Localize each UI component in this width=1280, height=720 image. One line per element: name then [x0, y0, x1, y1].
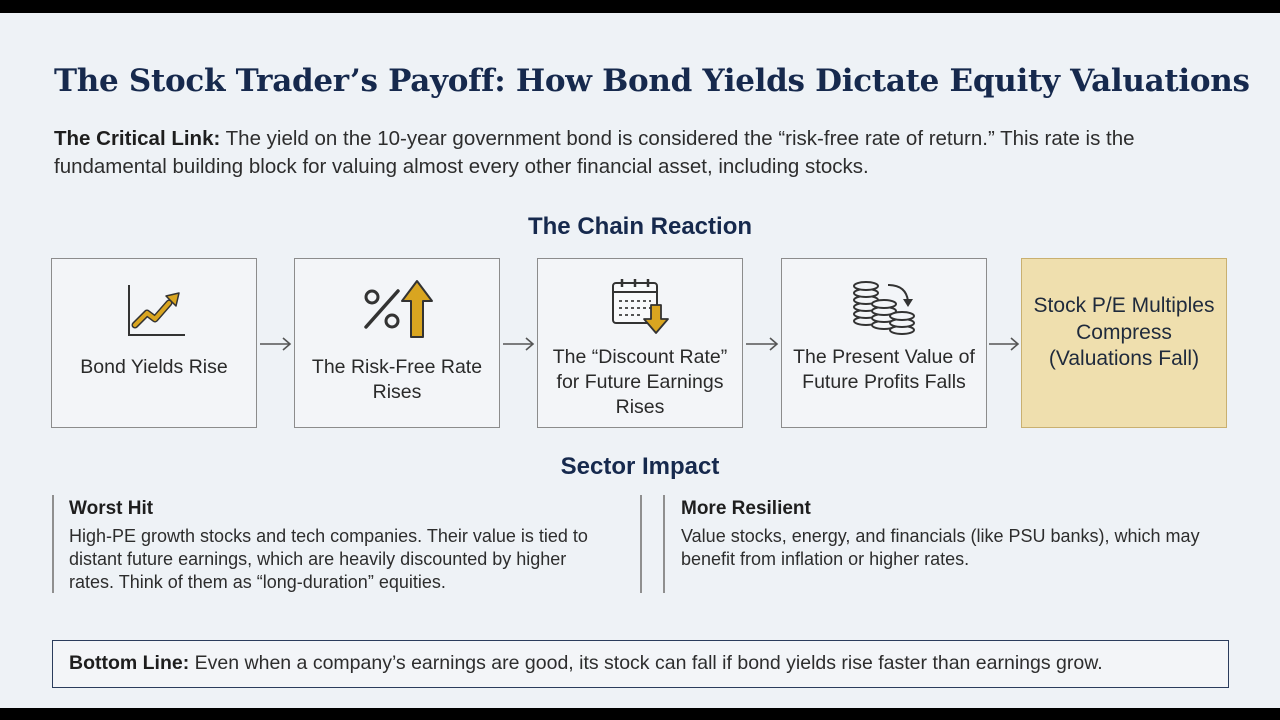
page-title: The Stock Trader’s Payoff: How Bond Yiel…: [54, 63, 1250, 99]
chain-step-discount-rate: The “Discount Rate” for Future Earnings …: [537, 258, 743, 428]
chain-step-pe-compress: Stock P/E Multiples Compress (Valuations…: [1021, 258, 1227, 428]
worst-hit-text: High-PE growth stocks and tech companies…: [69, 526, 588, 592]
coin-stacks-icon: [853, 281, 915, 335]
center-divider: [640, 495, 642, 593]
rising-chart-icon: [128, 285, 185, 336]
chain-step-label: Bond Yields Rise: [80, 356, 228, 378]
right-arrow-icon: [503, 337, 535, 351]
calendar-down-arrow-icon: [612, 279, 669, 334]
right-column-divider: [663, 495, 665, 593]
chain-step-present-value: The Present Value of Future Profits Fall…: [781, 258, 987, 428]
chain-step-label: The Risk-Free Rate Rises: [311, 356, 483, 403]
intro-label: The Critical Link:: [54, 127, 221, 150]
right-arrow-icon: [260, 337, 292, 351]
percent-up-arrow-icon: [364, 280, 433, 338]
bottom-line-text: Even when a company’s earnings are good,…: [194, 652, 1103, 674]
right-arrow-icon: [746, 337, 779, 351]
intro-paragraph: The Critical Link: The yield on the 10-y…: [54, 125, 1234, 181]
bottom-line-box: Bottom Line: Even when a company’s earni…: [52, 640, 1229, 688]
intro-text: The yield on the 10-year government bond…: [54, 127, 1135, 178]
left-divider: [52, 495, 54, 593]
chain-step-label: The “Discount Rate” for Future Earnings …: [552, 346, 728, 418]
more-resilient-text: Value stocks, energy, and financials (li…: [681, 526, 1200, 569]
more-resilient-heading: More Resilient: [681, 498, 811, 519]
chain-step-label: The Present Value of Future Profits Fall…: [793, 346, 975, 393]
bottom-line-label: Bottom Line:: [69, 652, 190, 674]
worst-hit-heading: Worst Hit: [69, 498, 154, 519]
sector-impact-title: Sector Impact: [560, 453, 720, 480]
infographic-page: The Stock Trader’s Payoff: How Bond Yiel…: [0, 13, 1280, 708]
right-arrow-icon: [989, 337, 1020, 351]
chain-step-risk-free-rate: The Risk-Free Rate Rises: [294, 258, 500, 428]
chain-step-bond-yields: Bond Yields Rise: [51, 258, 257, 428]
chain-reaction-title: The Chain Reaction: [527, 213, 753, 240]
chain-step-label: Stock P/E Multiples Compress (Valuations…: [1033, 294, 1215, 370]
